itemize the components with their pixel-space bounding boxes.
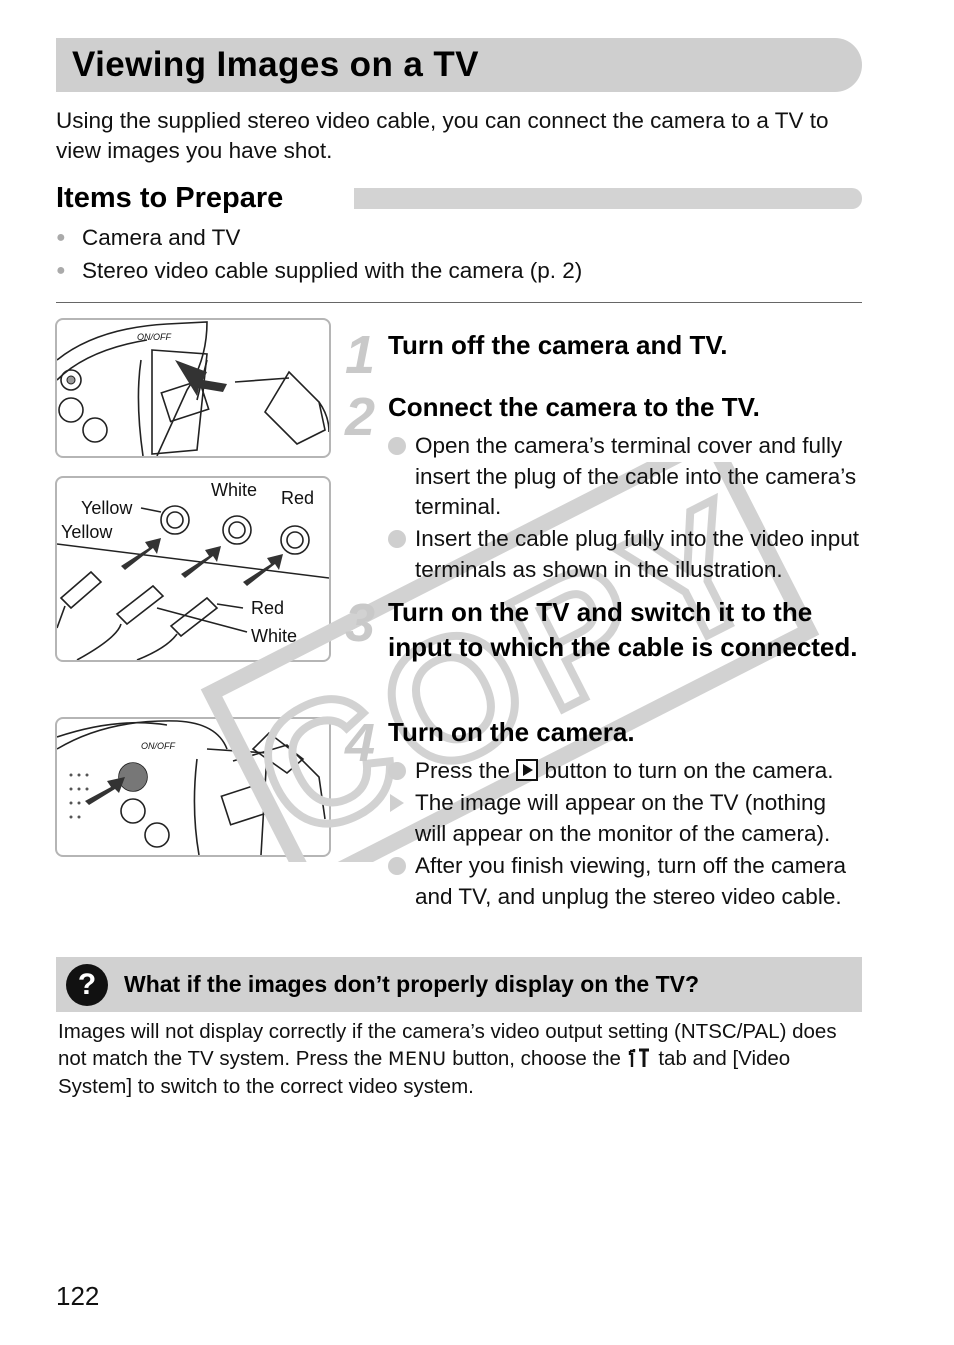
step-number: 1 [344,325,376,385]
title-bar: Viewing Images on a TV [56,38,862,92]
tv-jacks-illustration: Yellow White Red Yellow Red White [55,476,331,662]
tools-tab-icon [628,1048,649,1067]
step-number: 4 [344,713,376,773]
step-title: Turn on the TV and switch it to the inpu… [388,597,858,662]
label-red-bottom: Red [251,598,284,618]
step-bullet: After you finish viewing, turn off the c… [388,851,862,943]
tip-header: ? What if the images don’t properly disp… [56,957,862,1012]
camera-terminal-illustration: ON/OFF [55,318,331,458]
bullet-circle-icon [388,530,406,548]
step-number: 3 [344,593,376,653]
label-yellow-top: Yellow [81,498,133,518]
intro-text: Using the supplied stereo video cable, y… [56,108,829,163]
step-bullet: Insert the cable plug fully into the vid… [388,524,862,586]
items-heading: Items to Prepare [56,182,284,214]
bullet-circle-icon [388,437,406,455]
step-bullet: Open the camera’s terminal cover and ful… [388,431,862,523]
bullet-dot-icon: ● [56,262,66,279]
step-bullet: The image will appear on the TV (nothing… [388,788,862,850]
bullet-triangle-icon [390,794,404,812]
step-title: Turn on the camera. [388,717,635,747]
tip-title: What if the images don’t properly displa… [124,971,700,997]
step-title: Turn off the camera and TV. [388,330,728,360]
play-button-illustration: ON/OFF [55,717,331,857]
list-item: ● Stereo video cable supplied with the c… [56,256,756,286]
play-icon [516,759,539,781]
bullet-circle-icon [388,762,406,780]
question-icon: ? [66,964,108,1006]
menu-label: MENU [388,1048,447,1070]
step-bullet: Press the button to turn on the camera. [388,756,862,787]
list-item: ● Camera and TV [56,223,756,253]
label-yellow-left: Yellow [61,522,113,542]
label-white-top: White [211,480,257,500]
step-number: 2 [344,387,376,447]
section-rule [354,188,862,209]
label-white-bottom: White [251,626,297,646]
divider [56,302,862,303]
svg-text:ON/OFF: ON/OFF [141,741,175,751]
bullet-circle-icon [388,857,406,875]
tip-body: Images will not display correctly if the… [58,1020,837,1098]
step-title: Connect the camera to the TV. [388,392,760,422]
bullet-dot-icon: ● [56,229,66,246]
page-title: Viewing Images on a TV [72,45,479,84]
svg-text:ON/OFF: ON/OFF [137,332,171,342]
page-number: 122 [56,1281,100,1311]
label-red-top: Red [281,488,314,508]
